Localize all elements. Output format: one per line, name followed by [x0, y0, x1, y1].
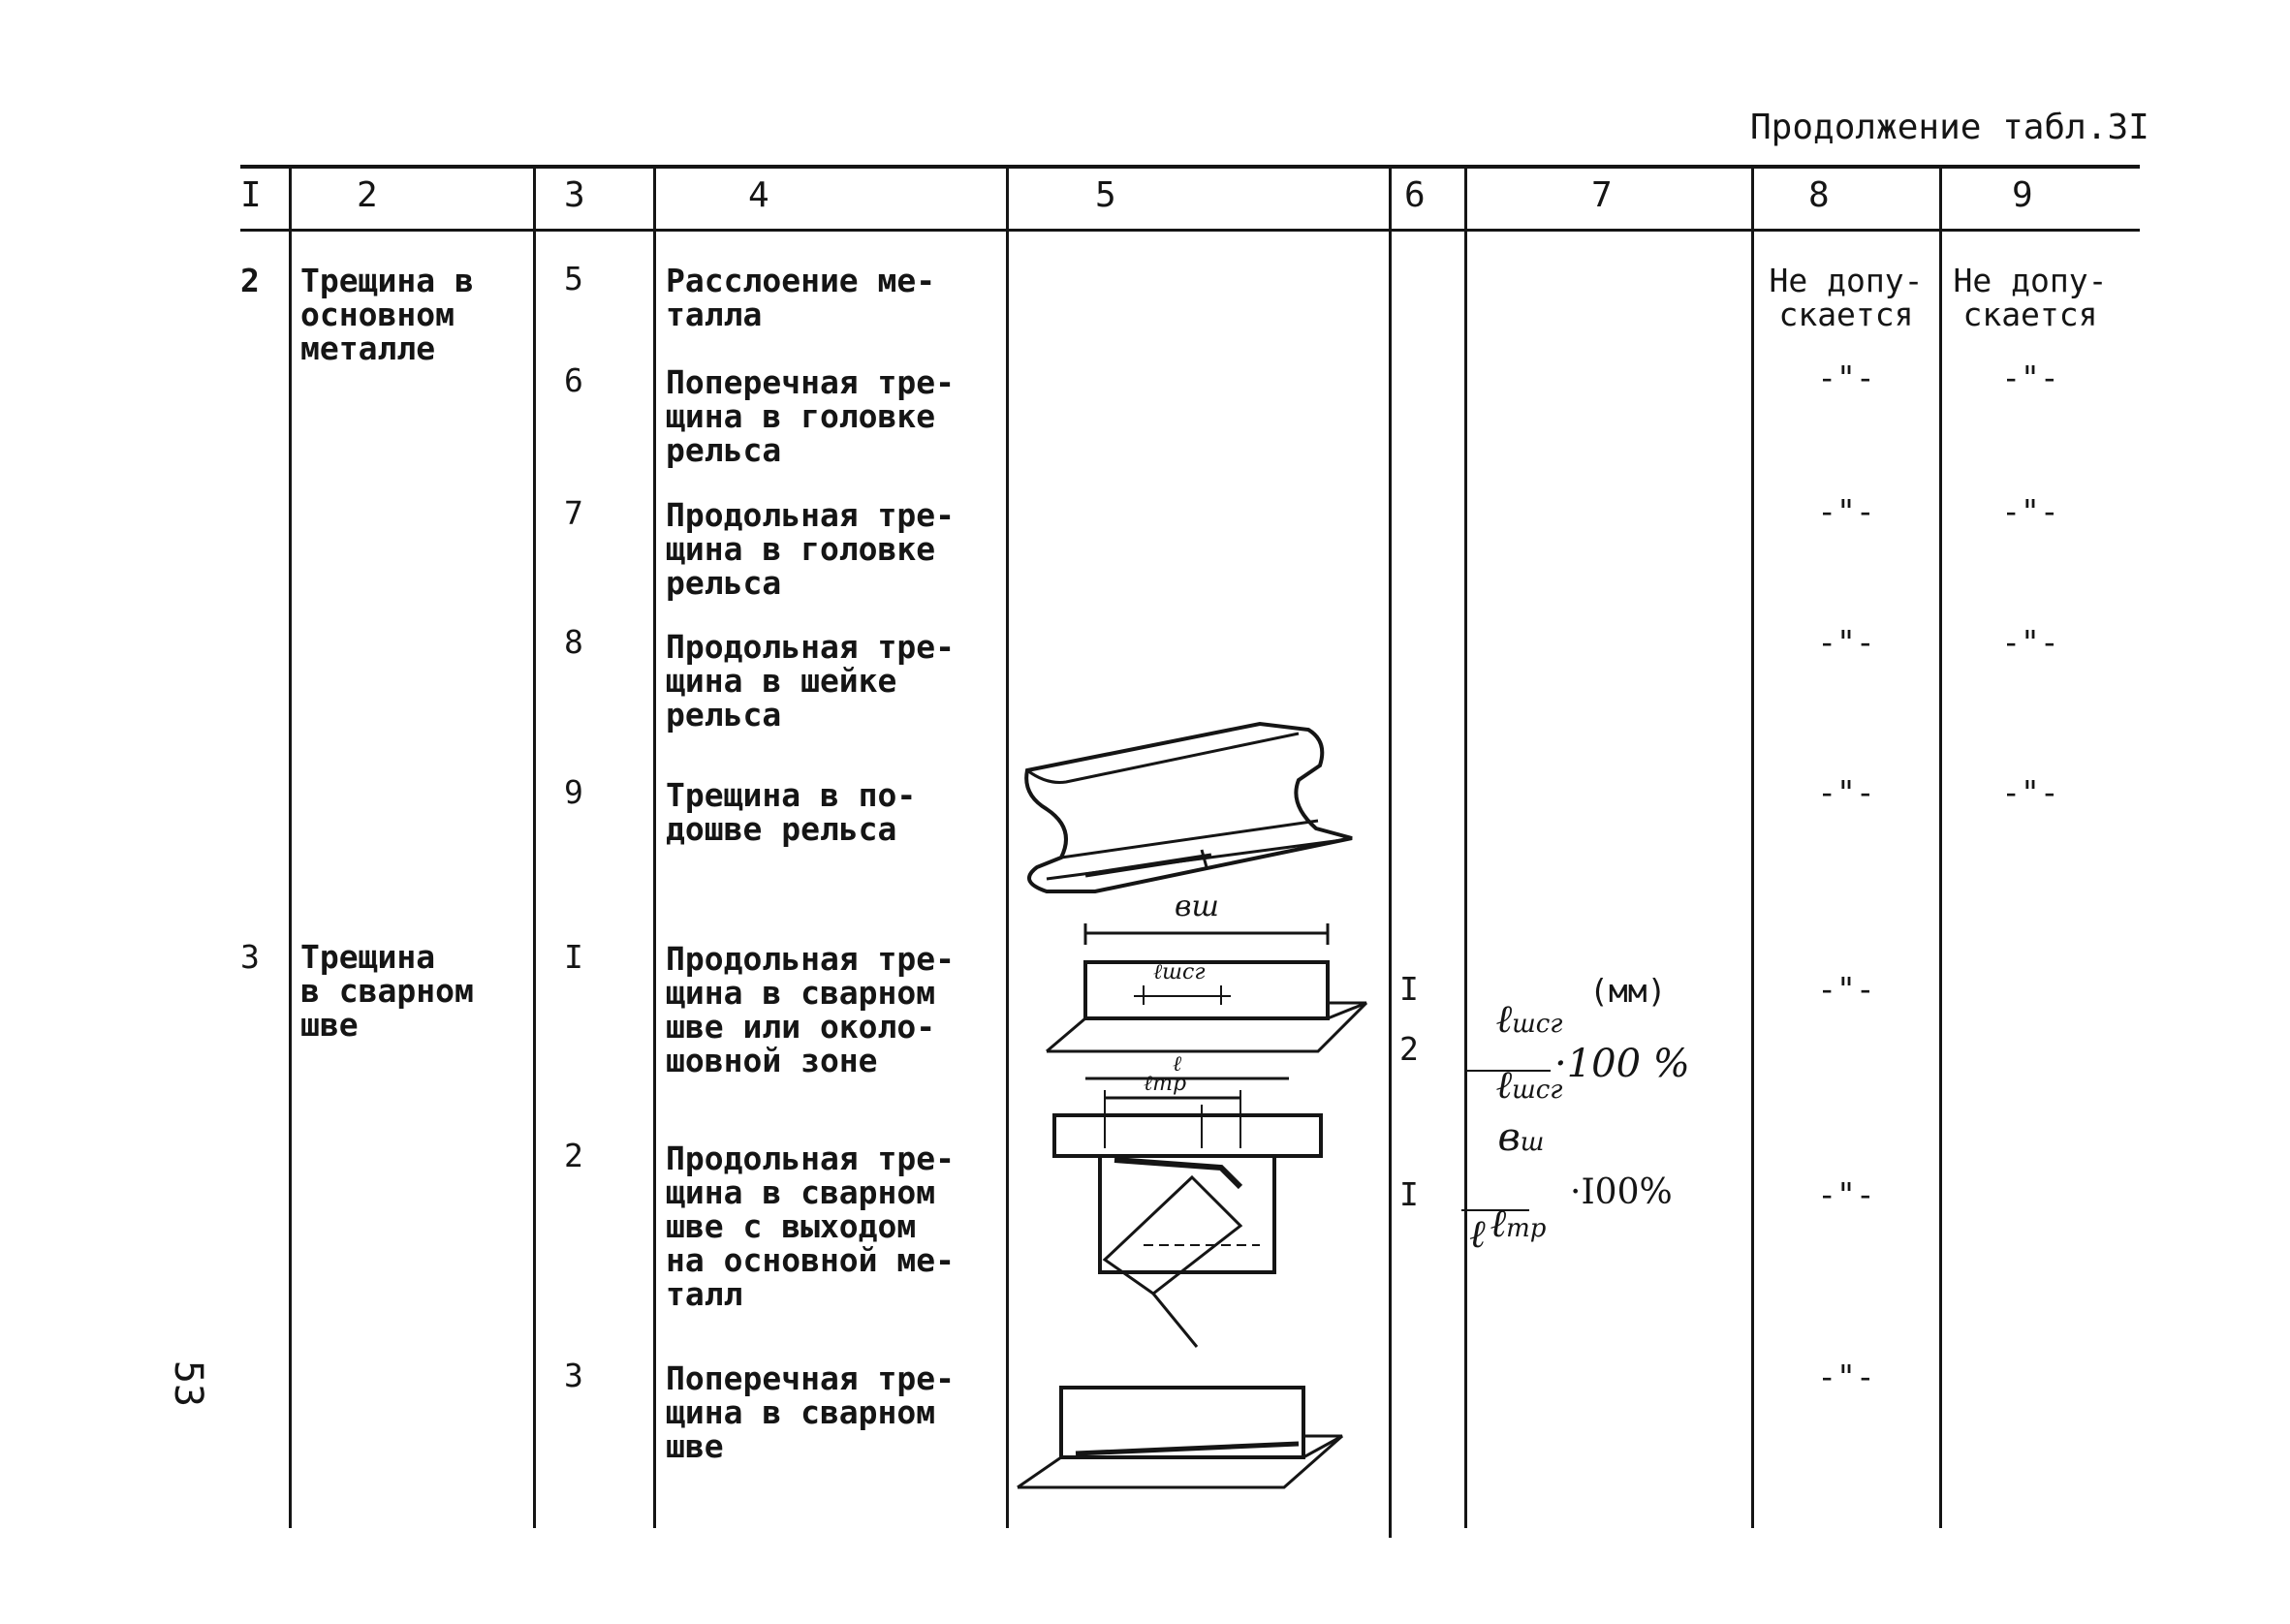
defect-code: 2 [564, 1137, 583, 1174]
formula-ratio-denominator: ℓ [1469, 1212, 1486, 1257]
requirement-col-9: Не допу- скается [1953, 262, 2108, 333]
rail-sketch [1024, 721, 1353, 893]
formula-ratio-denominator: вш [1497, 1115, 1545, 1160]
header-col-2: 2 [357, 175, 378, 215]
sketch-label-l: ℓ [1173, 1052, 1182, 1077]
requirement-col-8: -"- [1817, 492, 1875, 530]
group-number: 2 [240, 262, 260, 299]
header-col-9: 9 [2012, 175, 2033, 215]
group-number: 3 [240, 938, 260, 976]
column-divider-8 [1939, 167, 1942, 1528]
formula-length: ℓшсг [1495, 997, 1563, 1042]
fraction-bar [1465, 1070, 1551, 1072]
group-name: Трещина в сварном шве [300, 938, 474, 1044]
defect-code: I [564, 938, 583, 976]
group-name: Трещина в основном металле [300, 262, 474, 367]
header-col-4: 4 [748, 175, 769, 215]
column-divider-4 [1006, 167, 1009, 1528]
column-divider-5 [1389, 167, 1392, 1538]
defect-description: Продольная тре- щина в сварном шве с вых… [666, 1140, 956, 1313]
requirement-col-9: -"- [2001, 492, 2059, 530]
column-divider-3 [653, 167, 656, 1528]
defect-description: Поперечная тре- щина в головке рельса [666, 363, 956, 469]
defect-code: 7 [564, 494, 583, 532]
defect-code: 5 [564, 260, 583, 297]
defect-description: Продольная тре- щина в головке рельса [666, 496, 956, 602]
requirement-col-9: -"- [2001, 359, 2059, 396]
fraction-bar [1461, 1209, 1529, 1211]
requirement-col-8: -"- [1817, 1358, 1875, 1395]
requirement-col-8: -"- [1817, 359, 1875, 396]
page-number: 53 [166, 1359, 211, 1408]
parameter-index: I [1399, 970, 1419, 1008]
column-divider-1 [289, 167, 292, 1528]
header-col-5: 5 [1095, 175, 1116, 215]
column-divider-2 [533, 167, 536, 1528]
defect-description: Продольная тре- щина в шейке рельса [666, 628, 956, 734]
requirement-col-8: -"- [1817, 773, 1875, 811]
formula-ratio-tail: ·I00% [1570, 1172, 1673, 1212]
defect-description: Трещина в по- дошве рельса [666, 776, 917, 848]
defect-description: Поперечная тре- щина в сварном шве [666, 1359, 956, 1465]
defect-code: 3 [564, 1357, 583, 1394]
column-divider-7 [1751, 167, 1754, 1528]
formula-ratio-tail: ·100 % [1554, 1042, 1690, 1086]
formula-ratio-numerator: ℓтр [1490, 1202, 1547, 1246]
defect-code: 8 [564, 623, 583, 661]
table-top-rule [240, 165, 2140, 169]
header-col-7: 7 [1591, 175, 1613, 215]
weld-transverse-crack-sketch [1017, 1386, 1343, 1489]
defect-code: 6 [564, 361, 583, 399]
formula-unit: (мм) [1589, 972, 1667, 1010]
requirement-col-8: -"- [1817, 623, 1875, 661]
requirement-col-9: -"- [2001, 773, 2059, 811]
defect-description: Продольная тре- щина в сварном шве или о… [666, 940, 956, 1079]
requirement-col-8: -"- [1817, 970, 1875, 1008]
header-bottom-rule [240, 229, 2140, 232]
defect-description: Расслоение ме- талла [666, 262, 936, 333]
defect-code: 9 [564, 773, 583, 811]
column-divider-6 [1464, 167, 1467, 1528]
requirement-col-8: -"- [1817, 1175, 1875, 1213]
requirement-col-9: -"- [2001, 623, 2059, 661]
header-col-1: I [240, 175, 262, 215]
requirement-col-8: Не допу- скается [1769, 262, 1924, 333]
header-col-6: 6 [1404, 175, 1426, 215]
parameter-index: I [1399, 1175, 1419, 1213]
formula-ratio-numerator: ℓшсг [1495, 1063, 1563, 1108]
table-caption: Продолжение табл.3I [1750, 108, 2149, 147]
sketch-label-bw: вш [1175, 890, 1219, 923]
parameter-index: 2 [1399, 1030, 1419, 1068]
sketch-label-lwcr: ℓшсг [1153, 960, 1206, 984]
header-col-8: 8 [1808, 175, 1830, 215]
sketch-label-ltr: ℓтр [1144, 1072, 1187, 1096]
weld-crack-to-base-metal-sketch [1052, 1077, 1323, 1348]
header-col-3: 3 [564, 175, 585, 215]
weld-longitudinal-crack-sketch [1046, 923, 1368, 1053]
